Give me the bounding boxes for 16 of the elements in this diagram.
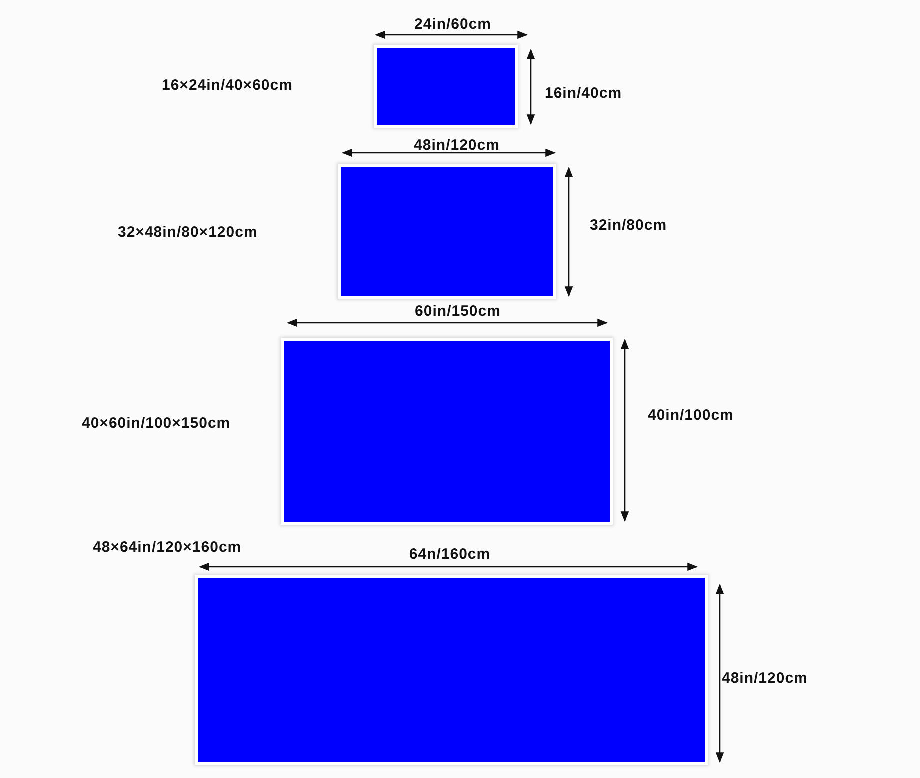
dimension-label: 48in/120cm [722,671,808,687]
dimension-label: 60in/150cm [415,304,501,320]
size-label: 40×60in/100×150cm [82,416,231,432]
dimension-label: 40in/100cm [648,408,734,424]
dimension-label: 16in/40cm [545,86,622,102]
size-label: 32×48in/80×120cm [118,225,258,241]
canvas-panel [374,45,518,128]
dimension-label: 48in/120cm [414,138,500,154]
canvas-panel [338,164,556,299]
canvas-panel [281,338,613,525]
size-label: 48×64in/120×160cm [93,540,242,556]
canvas-panel [195,575,708,765]
dimension-label: 24in/60cm [414,17,492,33]
dimension-label: 64n/160cm [409,547,491,563]
size-label: 16×24in/40×60cm [162,78,293,94]
dimension-label: 32in/80cm [590,218,668,234]
